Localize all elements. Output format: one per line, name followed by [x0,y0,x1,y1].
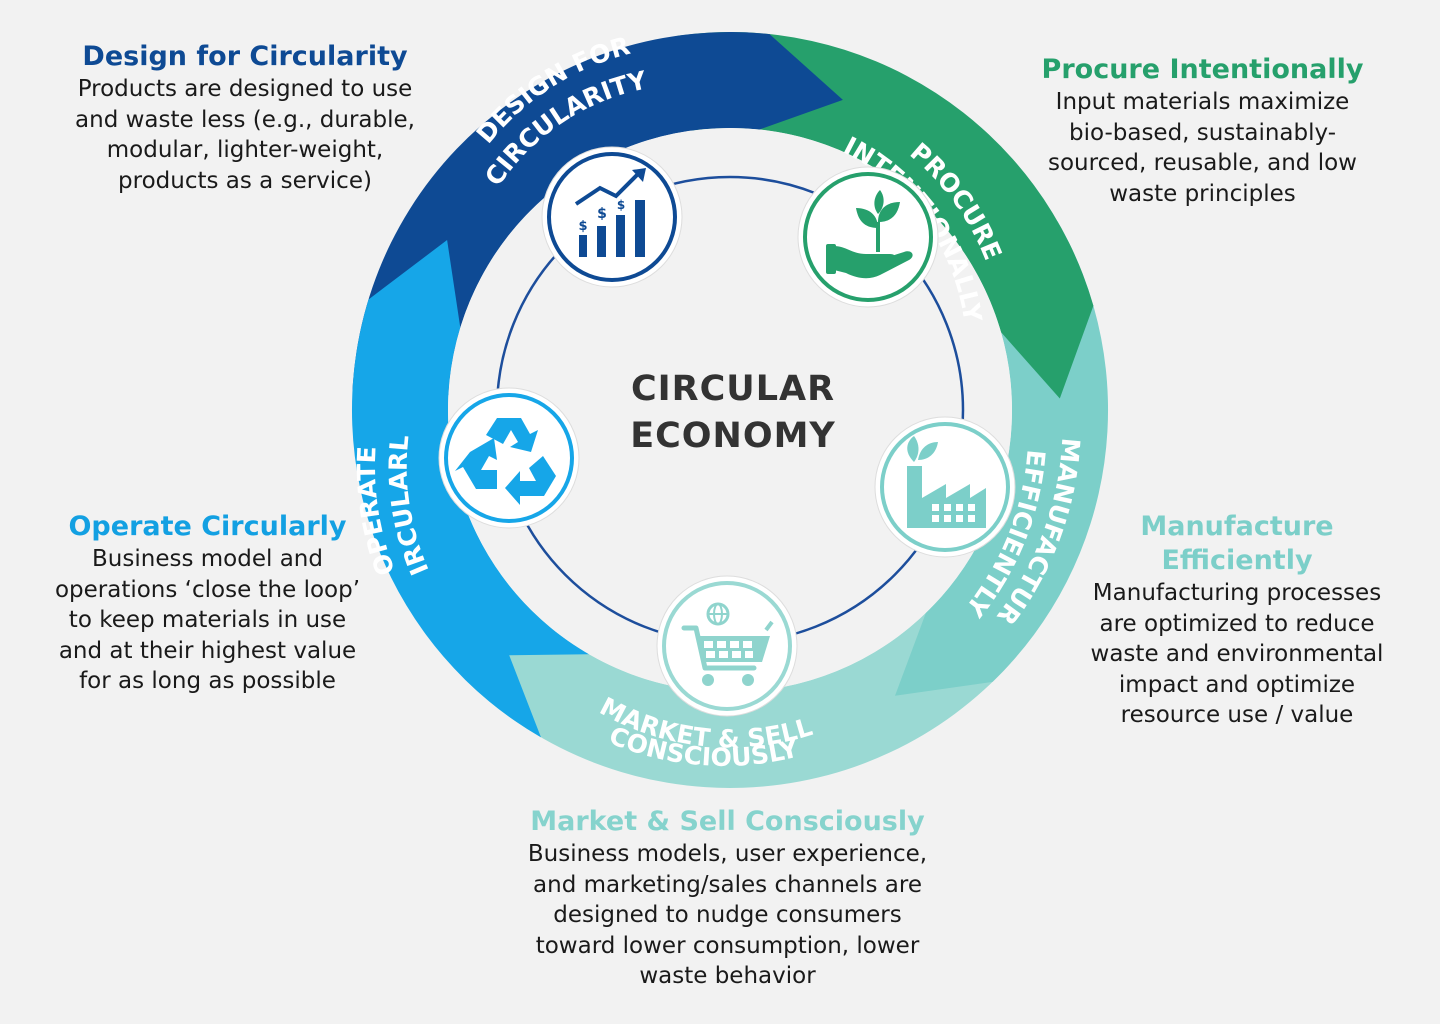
green-factory-icon [907,436,986,528]
svg-text:$: $ [597,206,607,222]
svg-text:$: $ [617,198,625,212]
procure-desc-line-3: sourced, reusable, and low [1048,150,1357,176]
manufacture-desc-line-5: resource use / value [1120,702,1354,728]
operate-desc-line-1: Business model and [92,546,323,572]
market-text-block: Market & Sell Consciously Business model… [490,805,965,992]
market-desc-line-4: toward lower consumption, lower [535,932,920,959]
market-badge [656,575,798,717]
svg-text:$: $ [578,219,587,234]
market-desc-line-3: designed to nudge consumers [553,902,902,928]
design-desc-line-3: modular, lighter-weight, [106,137,384,163]
manufacture-title-line-2: Efficiently [1161,545,1313,576]
manufacture-desc-line-4: impact and optimize [1118,671,1356,698]
operate-desc-line-2: operations ‘close the loop’ [54,576,361,603]
procure-text-block: Procure Intentionally Input materials ma… [1005,53,1400,209]
market-desc-line-1: Business models, user experience, [527,841,928,867]
design-text-block: Design for Circularity Products are desi… [30,40,460,196]
recycle-icon [455,418,556,505]
ring-segment-procure [677,32,1094,399]
manufacture-title-line-1: Manufacture [1140,511,1334,542]
manufacture-desc-line-3: waste and environmental [1090,641,1384,667]
manufacture-desc-line-2: are optimized to reduce [1099,610,1375,637]
manufacture-badge [874,416,1016,558]
center-title-line2: ECONOMY [630,416,836,456]
procure-title: Procure Intentionally [1041,54,1364,85]
design-title: Design for Circularity [82,41,408,72]
procure-desc-line-1: Input materials maximize [1055,89,1350,115]
market-title: Market & Sell Consciously [530,806,925,837]
procure-desc-line-4: waste principles [1109,180,1296,207]
market-desc-line-2: and marketing/sales channels are [533,871,922,898]
operate-title: Operate Circularly [68,511,347,542]
operate-desc-line-3: to keep materials in use [68,607,347,633]
operate-badge [438,387,580,529]
ring-segment-market [450,584,1011,788]
operate-text-block: Operate Circularly Business model and op… [30,510,385,697]
ring-segment-design [352,32,843,396]
shopping-cart-globe-icon [681,602,774,686]
operate-desc-line-4: and at their highest value [58,637,357,664]
hand-sprout-icon [826,190,913,279]
center-title: CIRCULAR ECONOMY [630,369,836,456]
bar-chart-growth-icon: $ $ $ [574,168,646,257]
design-badge: $ $ $ [541,146,683,288]
design-desc-line-1: Products are designed to use [77,76,413,102]
design-desc-line-2: and waste less (e.g., durable, [75,106,415,133]
market-desc-line-5: waste behavior [639,963,816,989]
manufacture-desc-line-1: Manufacturing processes [1092,580,1382,606]
operate-desc-line-5: for as long as possible [79,668,336,694]
design-desc-line-4: products as a service) [118,167,372,194]
center-title-line1: CIRCULAR [631,369,835,409]
manufacture-text-block: Manufacture Efficiently Manufacturing pr… [1072,510,1402,731]
ring-segment-operate [351,240,589,738]
procure-desc-line-2: bio-based, sustainably- [1068,119,1337,146]
procure-badge [797,166,939,308]
